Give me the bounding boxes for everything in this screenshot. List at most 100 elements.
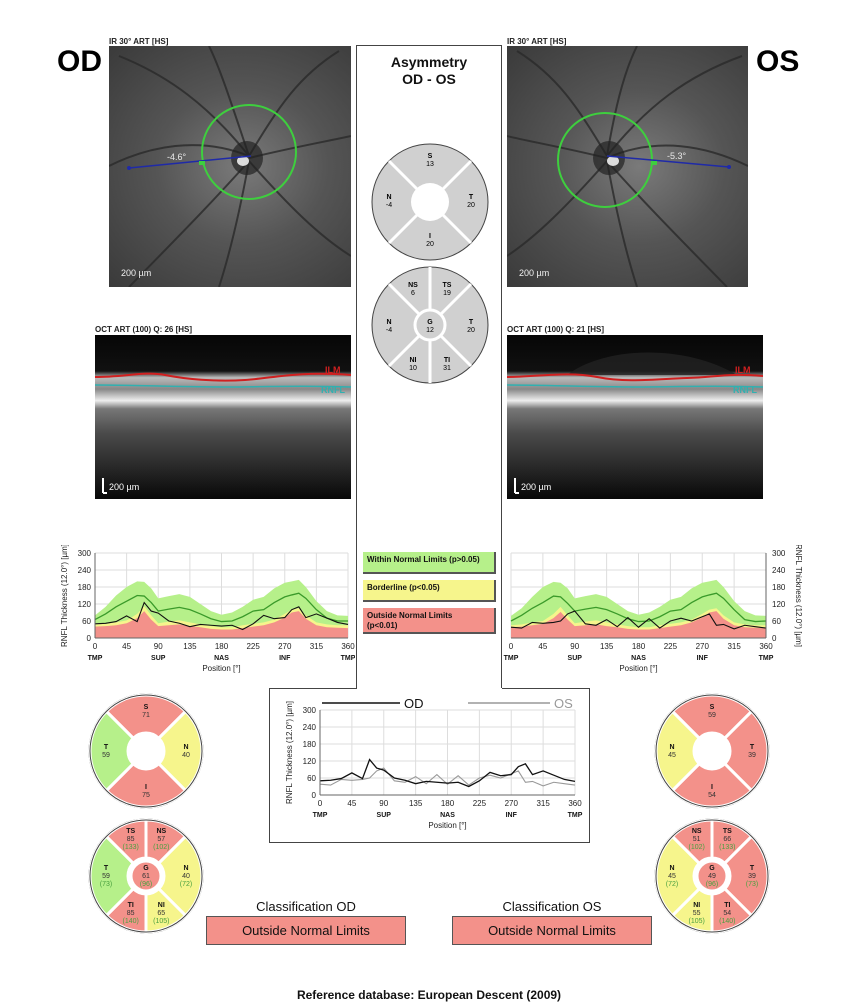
os-quadrant-t-label: T — [750, 744, 755, 751]
os-oct-scale: 200 µm — [521, 482, 551, 492]
od-angle-text: -4.6° — [167, 152, 187, 162]
os-sector-ti-label: TI — [724, 902, 730, 909]
svg-text:300: 300 — [78, 549, 92, 558]
os-quadrant-s-label: S — [710, 704, 715, 711]
os-quadrant-i-value: 54 — [708, 792, 716, 799]
od-sector-t-value: 59 — [102, 873, 110, 880]
svg-text:SUP: SUP — [151, 655, 166, 662]
od-sector-ts-label: TS — [126, 828, 135, 835]
od-sector-g-value: 61 — [142, 873, 150, 880]
od-sector-ts-value: 85 — [127, 836, 135, 843]
asym-s-ns-label: NS — [408, 282, 418, 289]
os-ir-caption: IR 30° ART [HS] — [507, 37, 567, 46]
svg-text:135: 135 — [409, 799, 423, 808]
od-oct-scan: ILM RNFL 200 µm — [95, 335, 351, 499]
os-sector-ts-value: 66 — [723, 836, 731, 843]
svg-text:180: 180 — [78, 583, 92, 592]
svg-text:0: 0 — [93, 642, 98, 651]
svg-text:45: 45 — [538, 642, 547, 651]
svg-text:TMP: TMP — [313, 812, 328, 819]
os-sector-t-label: T — [750, 865, 755, 872]
classification-os-value: Outside Normal Limits — [452, 916, 652, 945]
od-sector-t-label: T — [104, 865, 109, 872]
svg-text:315: 315 — [727, 642, 741, 651]
svg-text:315: 315 — [310, 642, 324, 651]
svg-text:270: 270 — [278, 642, 292, 651]
asym-s-ns-value: 6 — [411, 290, 415, 297]
svg-text:SUP: SUP — [377, 812, 392, 819]
svg-text:90: 90 — [570, 642, 579, 651]
svg-text:Position [°]: Position [°] — [428, 821, 466, 830]
os-eye-label: OS — [756, 45, 800, 78]
od-sector-ni-label: NI — [158, 902, 165, 909]
os-sector-n-label: N — [669, 865, 674, 872]
svg-text:TMP: TMP — [504, 655, 519, 662]
legend-outside-line1: Outside Normal Limits — [367, 611, 453, 620]
od-ir-caption: IR 30° ART [HS] — [109, 37, 169, 46]
os-sector-ti-value: 54 — [723, 910, 731, 917]
svg-text:OS: OS — [554, 696, 573, 711]
os-sector-ni-normal: (105) — [689, 918, 705, 925]
svg-text:135: 135 — [183, 642, 197, 651]
os-sector-g-value: 49 — [708, 873, 716, 880]
asym-s-ti-label: TI — [444, 357, 450, 364]
os-sector-t-value: 39 — [748, 873, 756, 880]
os-angle-text: -5.3° — [667, 151, 687, 161]
od-sector-n-label: N — [183, 865, 188, 872]
od-oct-caption: OCT ART (100) Q: 26 [HS] — [95, 325, 193, 334]
svg-text:TMP: TMP — [759, 655, 774, 662]
svg-text:INF: INF — [506, 812, 518, 819]
os-rnfl-label: RNFL — [733, 385, 757, 395]
svg-text:180: 180 — [441, 799, 455, 808]
os-sector-t-normal: (73) — [746, 881, 758, 888]
svg-text:180: 180 — [215, 642, 229, 651]
od-sector-g-label: G — [143, 865, 149, 872]
svg-text:225: 225 — [473, 799, 487, 808]
asym-q-n-label: N — [386, 194, 391, 201]
classification-od-title: Classification OD — [256, 899, 356, 914]
os-sector-g-label: G — [709, 865, 715, 872]
od-sector-ti-label: TI — [128, 902, 134, 909]
svg-text:315: 315 — [536, 799, 550, 808]
os-quadrant-t-value: 39 — [748, 752, 756, 759]
svg-text:0: 0 — [318, 799, 323, 808]
legend-borderline: Borderline (p<0.05) — [363, 580, 496, 602]
os-quadrant-s-value: 59 — [708, 712, 716, 719]
od-quadrant-i-value: 75 — [142, 792, 150, 799]
os-oct-scan: ILM RNFL 200 µm — [507, 335, 763, 499]
od-sector-ns-label: NS — [156, 828, 166, 835]
os-sector-chart: TS66(133)T39(73)TI54(140)NI55(105)N45(72… — [654, 818, 770, 934]
svg-text:0: 0 — [772, 634, 777, 643]
od-quadrant-t-label: T — [104, 744, 109, 751]
os-sector-ns-value: 51 — [693, 836, 701, 843]
asym-s-g-value: 12 — [426, 327, 434, 334]
svg-text:60: 60 — [82, 617, 91, 626]
asymmetry-title: Asymmetry OD - OS — [356, 54, 502, 88]
od-quadrant-i-label: I — [145, 784, 147, 791]
svg-text:360: 360 — [759, 642, 773, 651]
od-eye-label: OD — [57, 45, 102, 78]
svg-text:NAS: NAS — [631, 655, 646, 662]
os-sector-n-value: 45 — [668, 873, 676, 880]
svg-text:INF: INF — [279, 655, 291, 662]
od-ilm-label: ILM — [325, 365, 341, 375]
svg-text:240: 240 — [78, 566, 92, 575]
legend-outside-line2: (p<0.01) — [367, 621, 398, 630]
asym-q-i-label: I — [429, 233, 431, 240]
svg-text:NAS: NAS — [214, 655, 229, 662]
svg-text:TMP: TMP — [341, 655, 355, 662]
svg-text:RNFL Thickness (12.0°) [µm]: RNFL Thickness (12.0°) [µm] — [285, 701, 294, 804]
svg-text:Position [°]: Position [°] — [619, 664, 657, 673]
comparison-panel-top-right-border — [502, 688, 590, 689]
od-sector-n-value: 40 — [182, 873, 190, 880]
asym-s-n-label: N — [386, 319, 391, 326]
od-sector-ns-normal: (102) — [153, 844, 169, 851]
os-sector-ns-normal: (102) — [689, 844, 705, 851]
asym-s-g-label: G — [427, 319, 433, 326]
svg-text:180: 180 — [632, 642, 646, 651]
svg-text:60: 60 — [772, 617, 781, 626]
asym-q-n-value: -4 — [386, 202, 392, 209]
